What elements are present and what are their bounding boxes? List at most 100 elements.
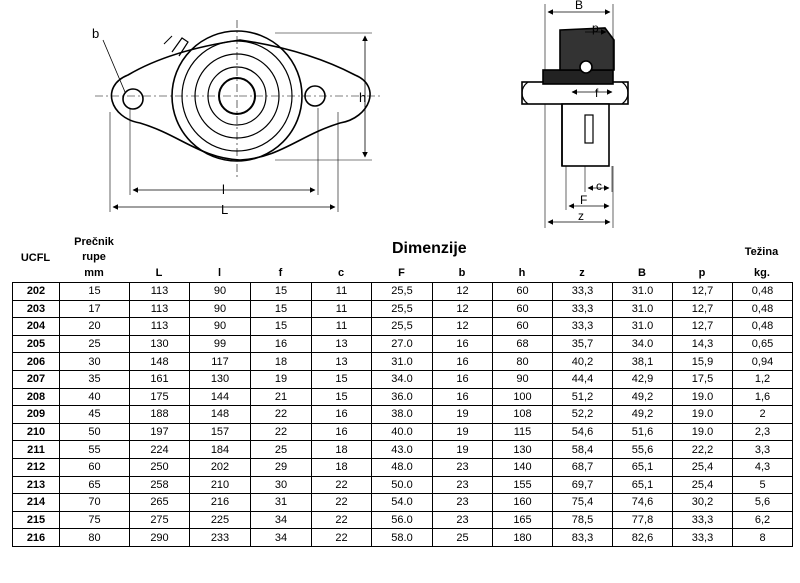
table-cell: 15 bbox=[250, 299, 312, 319]
table-cell: 80 bbox=[492, 352, 553, 371]
table-cell: 113 bbox=[129, 282, 190, 301]
model-cell: 209 bbox=[12, 405, 60, 424]
table-cell: 34.0 bbox=[612, 334, 673, 354]
table-cell: 70 bbox=[59, 493, 130, 512]
unit-header: f bbox=[278, 267, 283, 279]
table-cell: 16 bbox=[432, 352, 493, 371]
table-cell: 2,3 bbox=[732, 422, 793, 442]
table-cell: 148 bbox=[129, 352, 190, 371]
table-cell: 65 bbox=[59, 475, 130, 495]
table-cell: 34 bbox=[250, 528, 312, 547]
table-cell: 202 bbox=[189, 457, 251, 477]
table-cell: 38.0 bbox=[371, 405, 433, 424]
table-cell: 197 bbox=[129, 422, 190, 442]
table-cell: 33,3 bbox=[552, 282, 613, 301]
table-cell: 22,2 bbox=[672, 440, 733, 459]
table-cell: 4,3 bbox=[732, 457, 793, 477]
table-cell: 16 bbox=[432, 334, 493, 354]
table-cell: 157 bbox=[189, 422, 251, 442]
table-cell: 31 bbox=[250, 493, 312, 512]
table-cell: 16 bbox=[311, 422, 372, 442]
model-cell: 211 bbox=[12, 440, 60, 459]
table-cell: 77,8 bbox=[612, 510, 673, 530]
table-cell: 99 bbox=[189, 334, 251, 354]
table-cell: 83,3 bbox=[552, 528, 613, 547]
label-c: c bbox=[596, 179, 602, 193]
table-cell: 2 bbox=[732, 405, 793, 424]
table-cell: 12 bbox=[432, 317, 493, 336]
table-cell: 130 bbox=[129, 334, 190, 354]
table-cell: 90 bbox=[189, 282, 251, 301]
table-cell: 31.0 bbox=[612, 282, 673, 301]
table-cell: 115 bbox=[492, 422, 553, 442]
left-mount-hole bbox=[122, 88, 144, 110]
header-weight: Težina bbox=[744, 246, 779, 258]
model-cell: 206 bbox=[12, 352, 60, 371]
table-cell: 175 bbox=[129, 387, 190, 407]
table-cell: 21 bbox=[250, 387, 312, 407]
table-cell: 113 bbox=[129, 317, 190, 336]
table-cell: 180 bbox=[492, 528, 553, 547]
table-cell: 51,6 bbox=[612, 422, 673, 442]
table-cell: 49,2 bbox=[612, 405, 673, 424]
table-cell: 30 bbox=[59, 352, 130, 371]
table-cell: 90 bbox=[189, 299, 251, 319]
table-cell: 34.0 bbox=[371, 369, 433, 389]
table-cell: 12,7 bbox=[672, 299, 733, 319]
table-cell: 18 bbox=[250, 352, 312, 371]
table-cell: 11 bbox=[311, 317, 372, 336]
unit-header: c bbox=[337, 267, 345, 279]
table-cell: 42,9 bbox=[612, 369, 673, 389]
table-cell: 130 bbox=[492, 440, 553, 459]
model-cell: 216 bbox=[12, 528, 60, 547]
table-cell: 58.0 bbox=[371, 528, 433, 547]
table-cell: 33,3 bbox=[672, 528, 733, 547]
table-cell: 56.0 bbox=[371, 510, 433, 530]
table-cell: 19 bbox=[432, 440, 493, 459]
label-h: h bbox=[359, 90, 366, 105]
table-cell: 54,6 bbox=[552, 422, 613, 442]
table-cell: 55 bbox=[59, 440, 130, 459]
table-cell: 25 bbox=[432, 528, 493, 547]
table-cell: 130 bbox=[189, 369, 251, 389]
table-cell: 27.0 bbox=[371, 334, 433, 354]
table-cell: 3,3 bbox=[732, 440, 793, 459]
table-cell: 44,4 bbox=[552, 369, 613, 389]
table-cell: 25,5 bbox=[371, 317, 433, 336]
model-cell: 210 bbox=[12, 422, 60, 442]
table-cell: 1,2 bbox=[732, 369, 793, 389]
table-cell: 275 bbox=[129, 510, 190, 530]
table-cell: 1,6 bbox=[732, 387, 793, 407]
unit-header: l bbox=[217, 267, 222, 279]
table-cell: 22 bbox=[250, 405, 312, 424]
table-cell: 224 bbox=[129, 440, 190, 459]
table-cell: 40.0 bbox=[371, 422, 433, 442]
table-cell: 55,6 bbox=[612, 440, 673, 459]
front-view bbox=[95, 20, 380, 212]
table-cell: 16 bbox=[432, 369, 493, 389]
table-cell: 33,3 bbox=[672, 510, 733, 530]
table-cell: 8 bbox=[732, 528, 793, 547]
table-cell: 23 bbox=[432, 475, 493, 495]
table-cell: 51,2 bbox=[552, 387, 613, 407]
table-cell: 155 bbox=[492, 475, 553, 495]
table-cell: 12 bbox=[432, 299, 493, 319]
table-cell: 23 bbox=[432, 493, 493, 512]
header-hole-line1: Prečnik bbox=[74, 236, 114, 248]
model-cell: 207 bbox=[12, 369, 60, 389]
table-cell: 148 bbox=[189, 405, 251, 424]
table-cell: 50 bbox=[59, 422, 130, 442]
table-cell: 33,3 bbox=[552, 299, 613, 319]
table-cell: 22 bbox=[311, 510, 372, 530]
table-cell: 0,48 bbox=[732, 317, 793, 336]
model-cell: 213 bbox=[12, 475, 60, 495]
model-cell: 214 bbox=[12, 493, 60, 512]
table-cell: 35,7 bbox=[552, 334, 613, 354]
table-cell: 29 bbox=[250, 457, 312, 477]
table-cell: 34 bbox=[250, 510, 312, 530]
table-cell: 90 bbox=[189, 317, 251, 336]
